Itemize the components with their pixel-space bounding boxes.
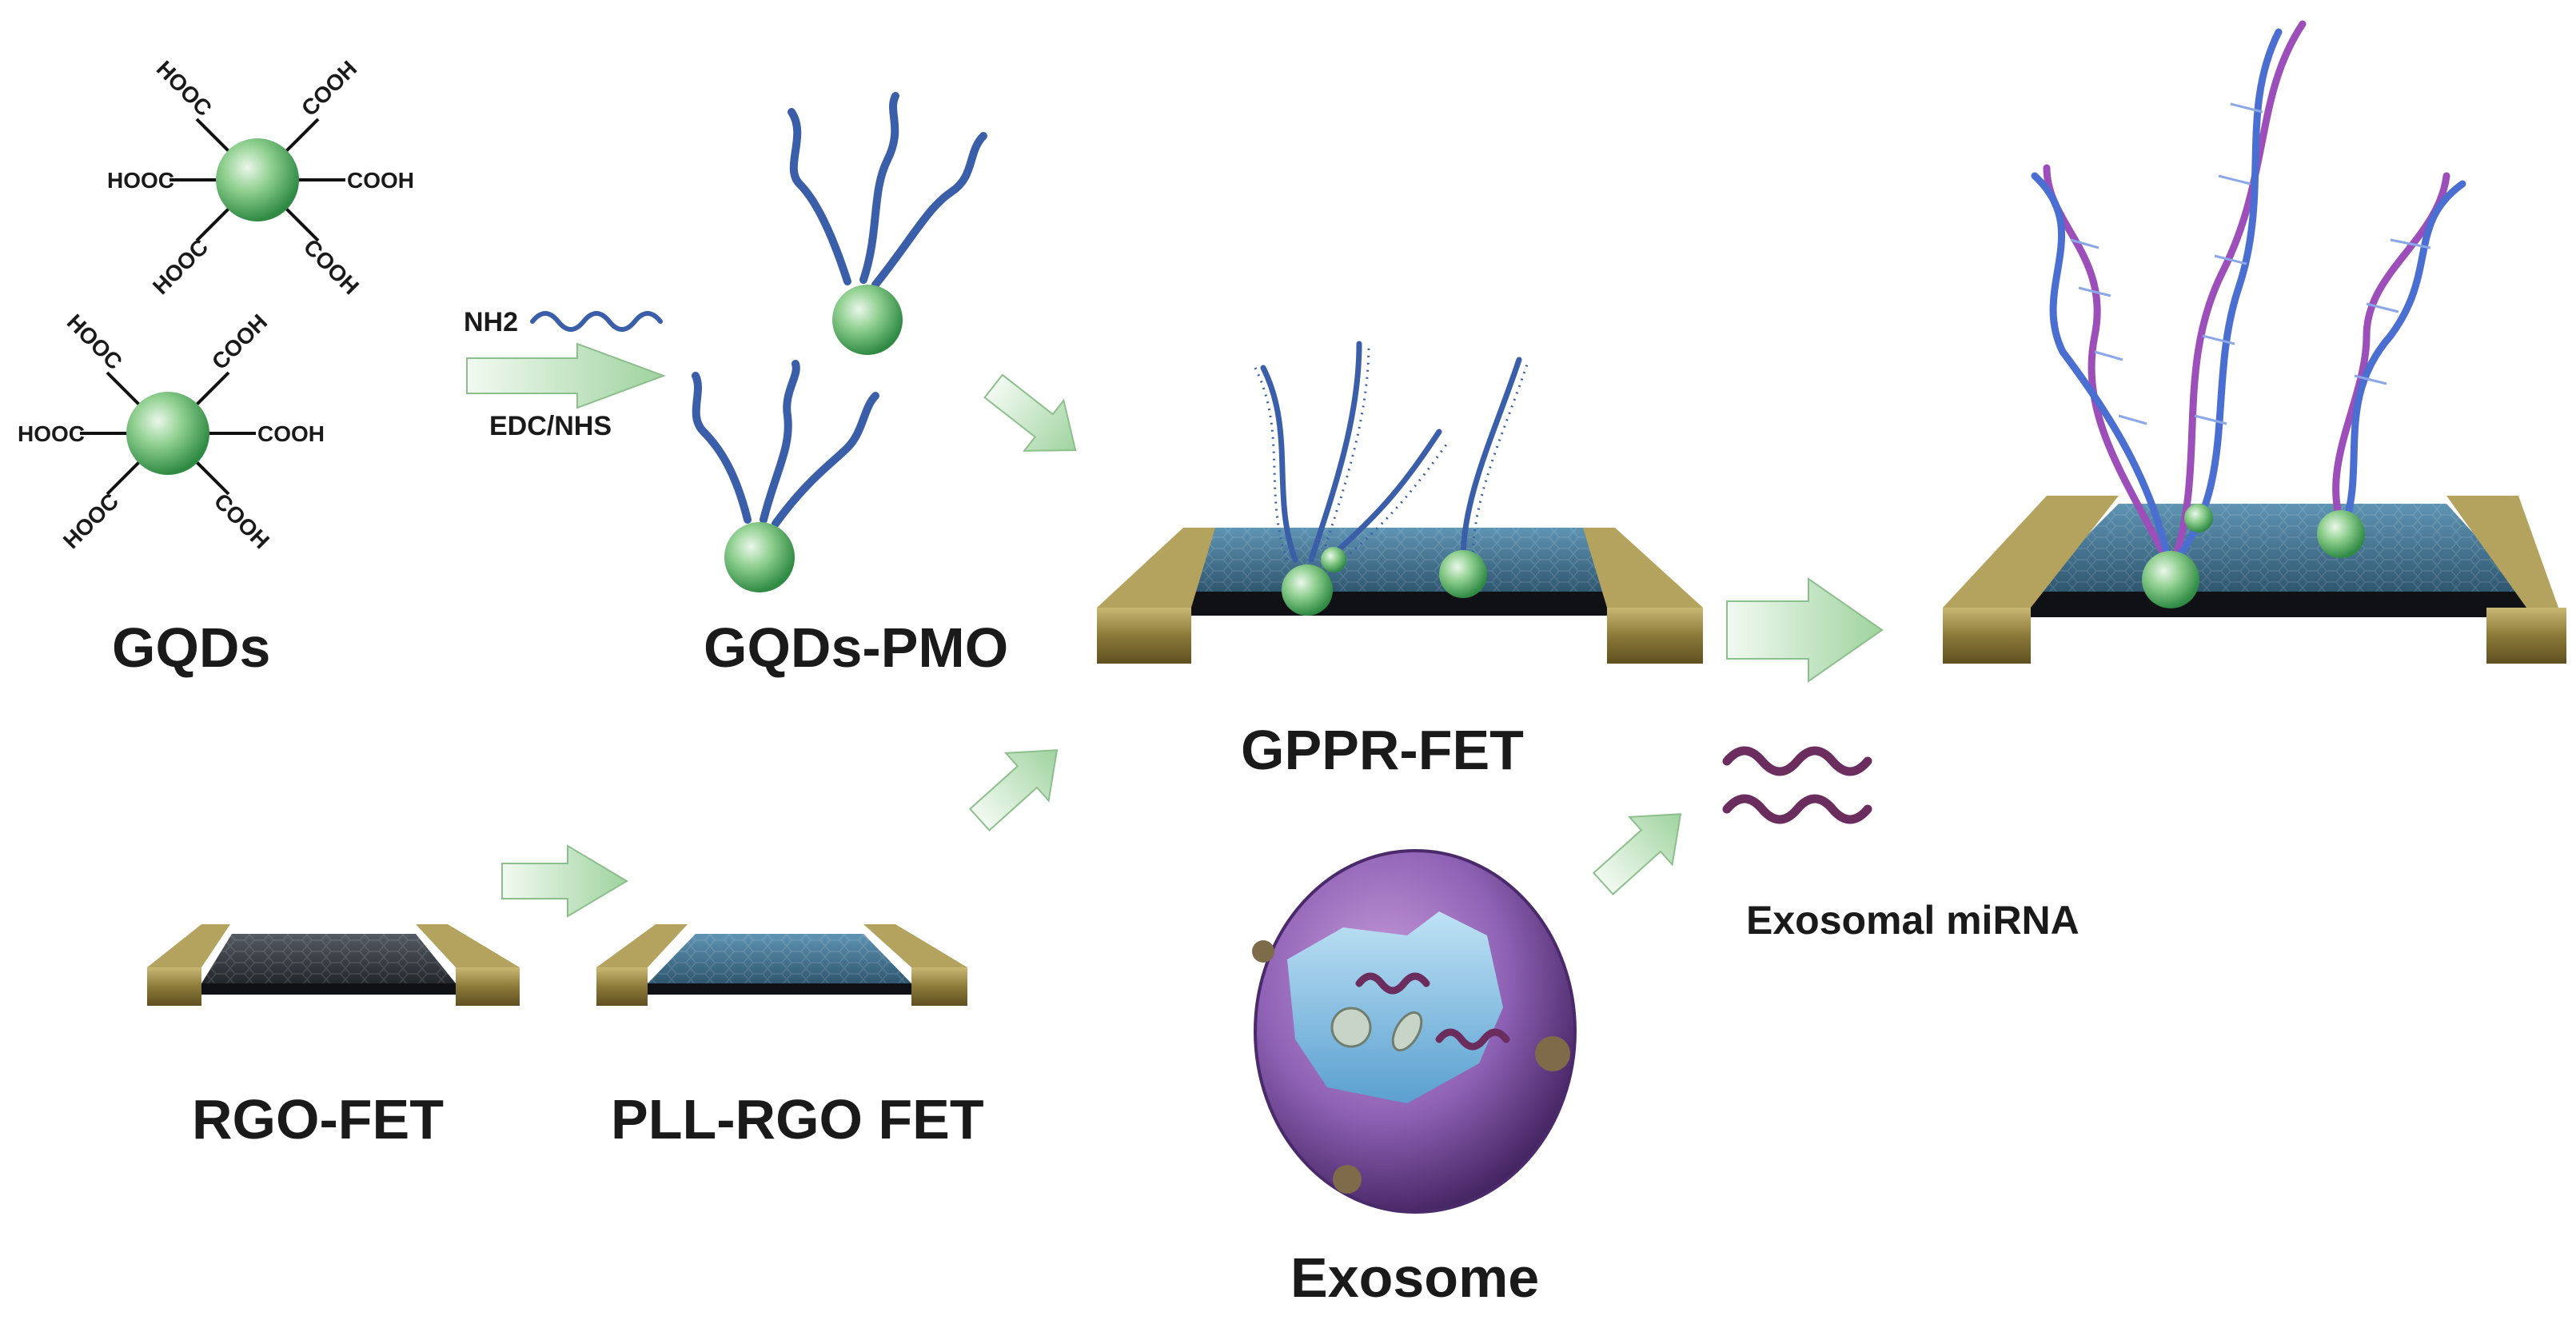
label-gqds-pmo: GQDs-PMO — [704, 616, 1009, 679]
arrow-exosome-to-mirna — [1592, 813, 1682, 895]
hybrid-electrode-right — [2446, 496, 2558, 608]
carboxyl-label: COOH — [257, 421, 325, 446]
gppr-fet-device — [1097, 341, 1703, 664]
label-pll-rgo-fet: PLL-RGO FET — [611, 1088, 984, 1151]
gqd-pmo-lower — [692, 360, 879, 592]
process-arrows — [466, 342, 1884, 918]
gqd-dot-bottom — [80, 371, 256, 496]
gqd-pmo-upper — [788, 92, 987, 355]
pmo-strand-reagent — [530, 311, 663, 332]
arrow-rgo-to-pll — [501, 844, 628, 918]
label-exosomal-mirna: Exosomal miRNA — [1746, 898, 2080, 943]
exosome-cutaway — [1287, 911, 1503, 1103]
exosomal-mirna-strands — [1722, 746, 1872, 824]
electrode-right — [1583, 528, 1703, 608]
reagent-label-nh2: NH2 — [464, 307, 519, 337]
label-gppr-fet: GPPR-FET — [1241, 719, 1524, 781]
exosome — [1252, 849, 1577, 1214]
arrow-pll-to-gppr — [968, 749, 1059, 831]
pll-rgo-fet-device — [596, 924, 967, 1006]
label-rgo-fet: RGO-FET — [192, 1088, 444, 1151]
electrode-left — [1097, 528, 1215, 608]
gqd-dot-top — [169, 118, 345, 242]
hybrid-electrode-left — [1943, 496, 2119, 608]
carboxyl-label: COOH — [347, 168, 414, 193]
carboxyl-label: HOOC — [18, 421, 85, 446]
arrow-pmo-to-gppr — [983, 373, 1077, 452]
carboxyl-label: HOOC — [107, 168, 174, 193]
reagent-arrow — [466, 342, 666, 409]
hybridized-fet-device — [1943, 20, 2566, 664]
label-exosome: Exosome — [1290, 1246, 1540, 1309]
rgo-fet-device — [147, 924, 520, 1006]
reagent-label-edc-nhs: EDC/NHS — [489, 411, 612, 441]
arrow-gppr-to-hybrid — [1726, 577, 1884, 683]
label-gqds: GQDs — [112, 616, 271, 679]
